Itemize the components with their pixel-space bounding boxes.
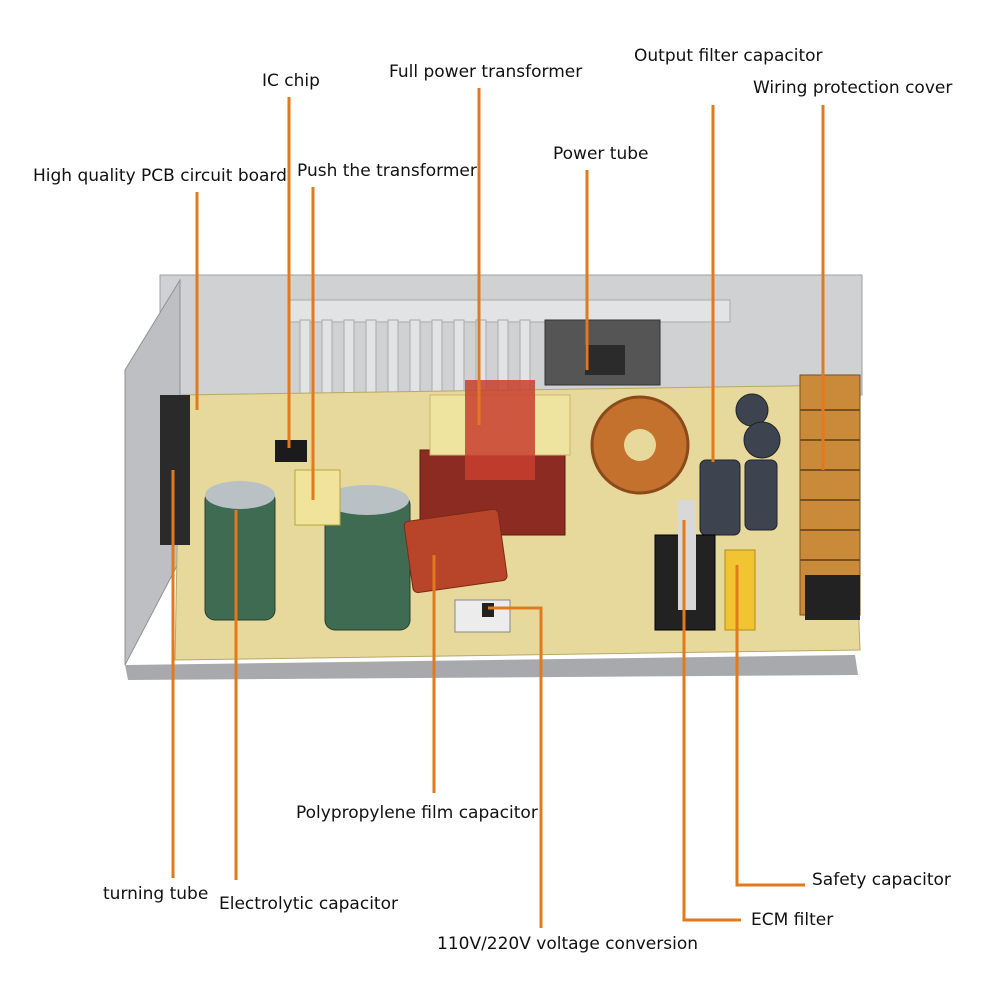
label-ecm-filter: ECM filter: [751, 910, 834, 930]
label-turning-tube: turning tube: [103, 884, 209, 904]
label-push-transformer: Push the transformer: [297, 161, 477, 181]
chassis-back-wall: [159, 274, 863, 396]
label-ic-chip: IC chip: [262, 71, 320, 91]
safety-capacitor-body: [724, 549, 756, 631]
leader-safety-capacitor: [735, 565, 805, 887]
label-pcb-board: High quality PCB circuit board: [33, 166, 287, 186]
electrolytic-capacitor-left: [204, 489, 276, 621]
label-wiring-protection-cover: Wiring protection cover: [753, 78, 953, 98]
chassis-bottom-edge: [125, 655, 858, 680]
label-safety-capacitor: Safety capacitor: [812, 870, 951, 890]
leader-ecm-filter: [682, 520, 741, 922]
turning-tube-body: [160, 395, 190, 545]
label-electrolytic-capacitor: Electrolytic capacitor: [219, 894, 398, 914]
output-caps: [699, 393, 781, 536]
leader-lines: [171, 88, 825, 928]
label-full-power-transformer: Full power transformer: [389, 62, 583, 82]
ic-chip-body: [275, 440, 307, 462]
push-transformer-body: [294, 469, 341, 526]
label-voltage-conversion: 110V/220V voltage conversion: [437, 934, 698, 954]
label-polypropylene-film-capacitor: Polypropylene film capacitor: [296, 803, 538, 823]
film-capacitor: [403, 508, 508, 594]
leader-voltage-conversion: [488, 606, 543, 928]
label-output-filter-capacitor: Output filter capacitor: [634, 46, 823, 66]
heatsink: [289, 299, 731, 401]
label-power-tube: Power tube: [553, 144, 649, 164]
